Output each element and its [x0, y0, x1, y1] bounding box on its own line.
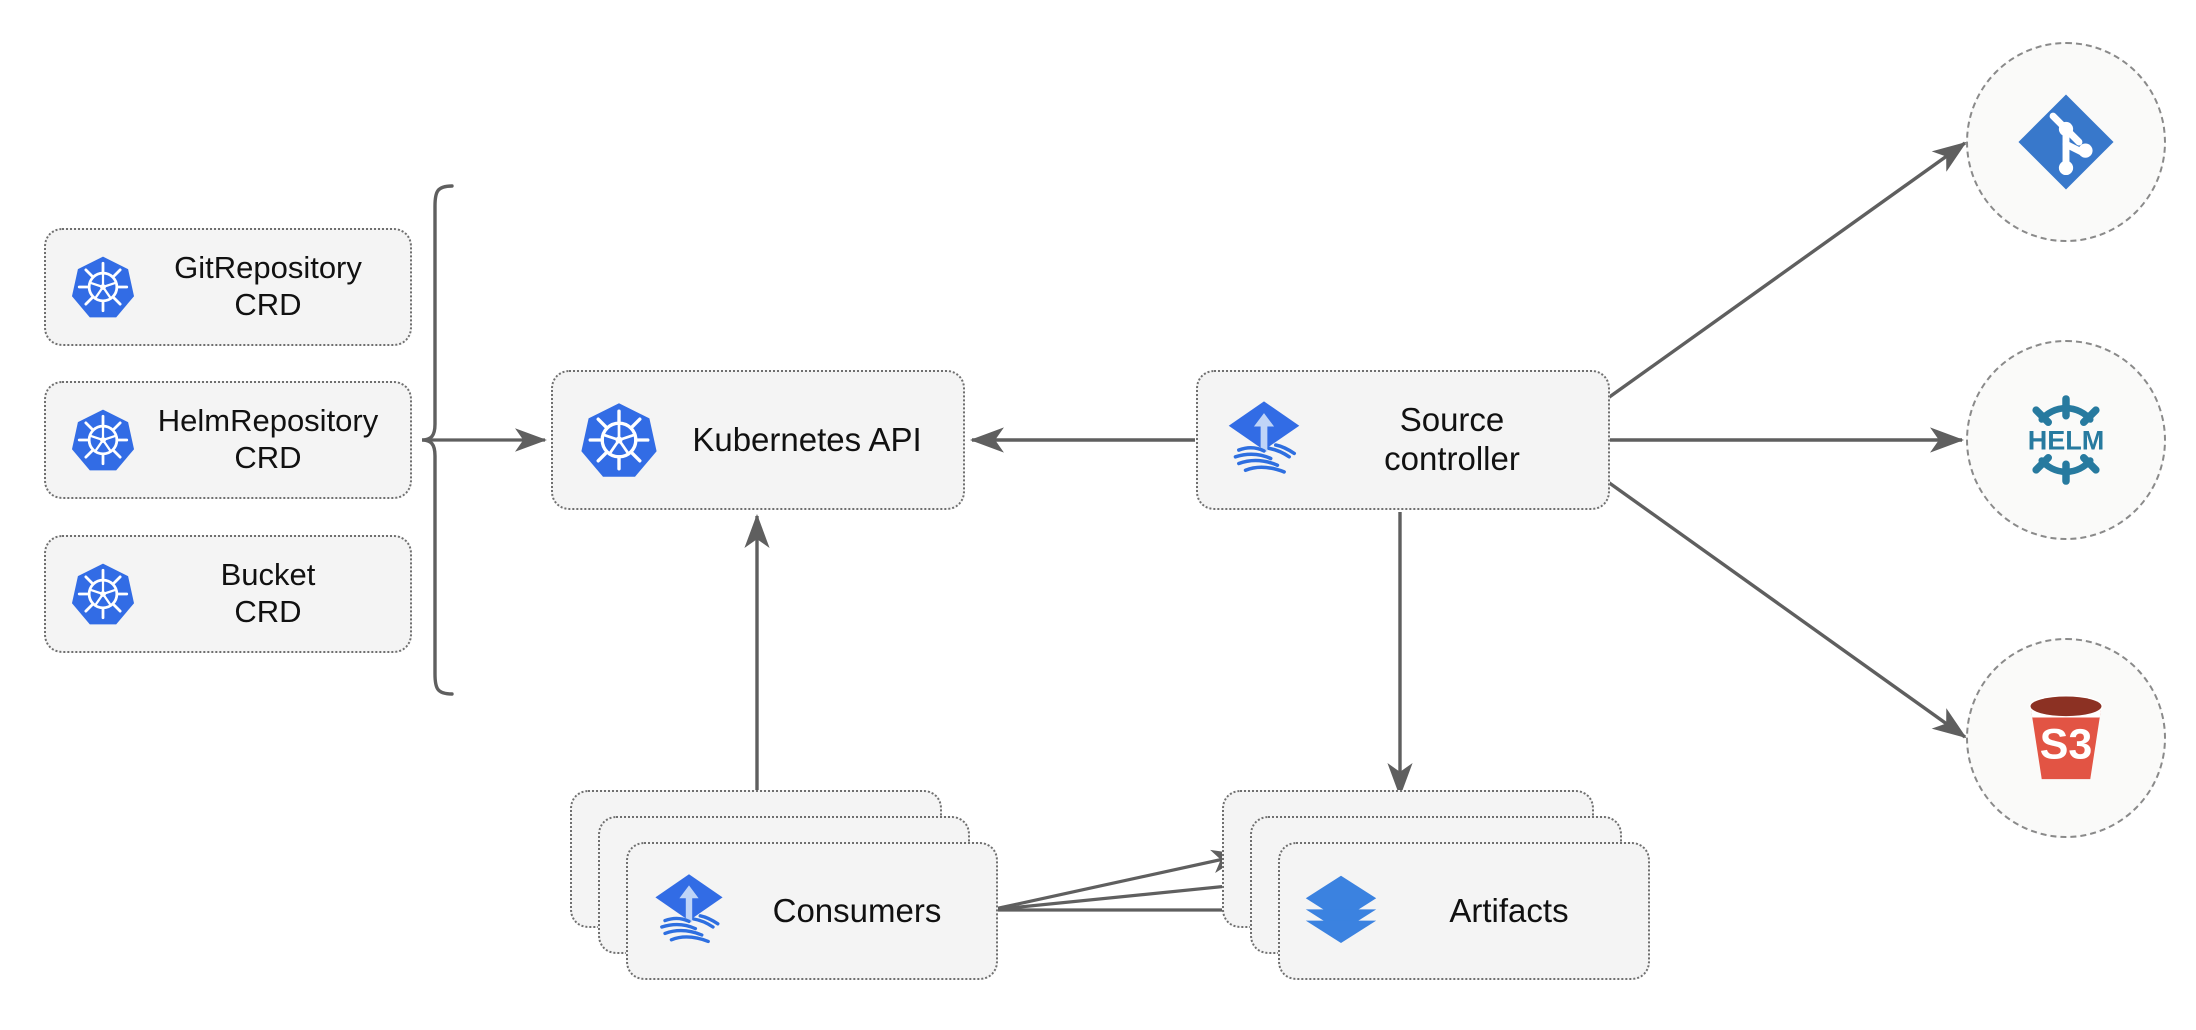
node-kubernetes-api[interactable]: Kubernetes API — [551, 370, 965, 510]
backend-s3[interactable]: S3 — [1966, 638, 2166, 838]
crd-label: GitRepository CRD — [174, 250, 362, 322]
s3-wordmark: S3 — [2040, 721, 2093, 769]
flux-icon — [1218, 398, 1310, 482]
crd-card-helmrepository[interactable]: HelmRepository CRD — [44, 381, 412, 499]
helm-icon: HELM — [2010, 384, 2122, 496]
stack-sheet-front[interactable]: Consumers — [626, 842, 998, 980]
crd-card-gitrepository[interactable]: GitRepository CRD — [44, 228, 412, 346]
crd-label: Bucket CRD — [220, 557, 316, 629]
flux-icon — [646, 871, 732, 951]
kubernetes-icon — [64, 407, 142, 473]
edge-source-to-s3 — [1607, 480, 1967, 739]
stack-sheet-front[interactable]: Artifacts — [1278, 842, 1650, 980]
node-label: Source controller — [1384, 401, 1520, 477]
backend-helm[interactable]: HELM — [1966, 340, 2166, 540]
node-source-controller[interactable]: Source controller — [1196, 370, 1610, 510]
node-label: Artifacts — [1449, 892, 1569, 929]
crd-label: HelmRepository CRD — [157, 403, 379, 475]
backend-git[interactable] — [1966, 42, 2166, 242]
kubernetes-icon — [64, 254, 142, 320]
git-icon — [2012, 88, 2120, 196]
helm-wordmark: HELM — [2028, 425, 2105, 455]
node-label: Kubernetes API — [692, 420, 922, 458]
crd-card-bucket[interactable]: Bucket CRD — [44, 535, 412, 653]
edge-consumers-to-artifacts-1 — [989, 849, 1244, 912]
layers-icon — [1298, 871, 1384, 951]
crd-group-brace — [421, 184, 454, 696]
kubernetes-icon — [64, 561, 142, 627]
node-label: Consumers — [772, 892, 942, 929]
edge-source-to-git — [1607, 141, 1967, 400]
kubernetes-icon — [573, 400, 665, 480]
s3-bucket-icon: S3 — [2010, 682, 2122, 794]
